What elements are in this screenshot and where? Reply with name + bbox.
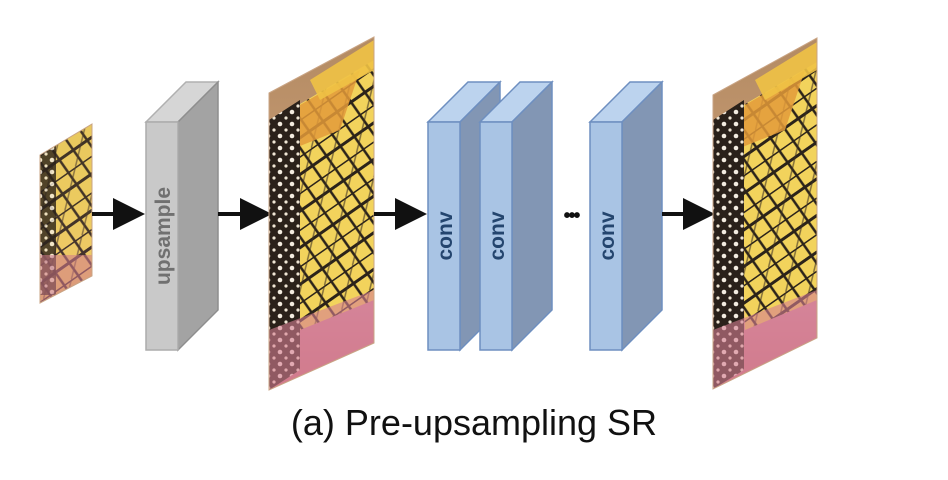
super-resolved-output-image [712,37,818,390]
conv-label-2: conv [486,211,509,260]
upsample-block-front [145,121,179,351]
low-resolution-input-image [39,123,93,304]
upsample-block: upsample [144,80,220,352]
ellipsis: ••• [563,205,580,227]
conv-label-1: conv [434,211,457,260]
conv-block-3: conv [588,80,664,352]
upsample-label: upsample [152,187,175,285]
upsampled-image [268,36,375,391]
conv-block-2: conv [478,80,554,352]
diagram-caption: (a) Pre-upsampling SR [290,402,658,443]
upsample-block-side [177,80,219,352]
conv-label-3: conv [596,211,619,260]
